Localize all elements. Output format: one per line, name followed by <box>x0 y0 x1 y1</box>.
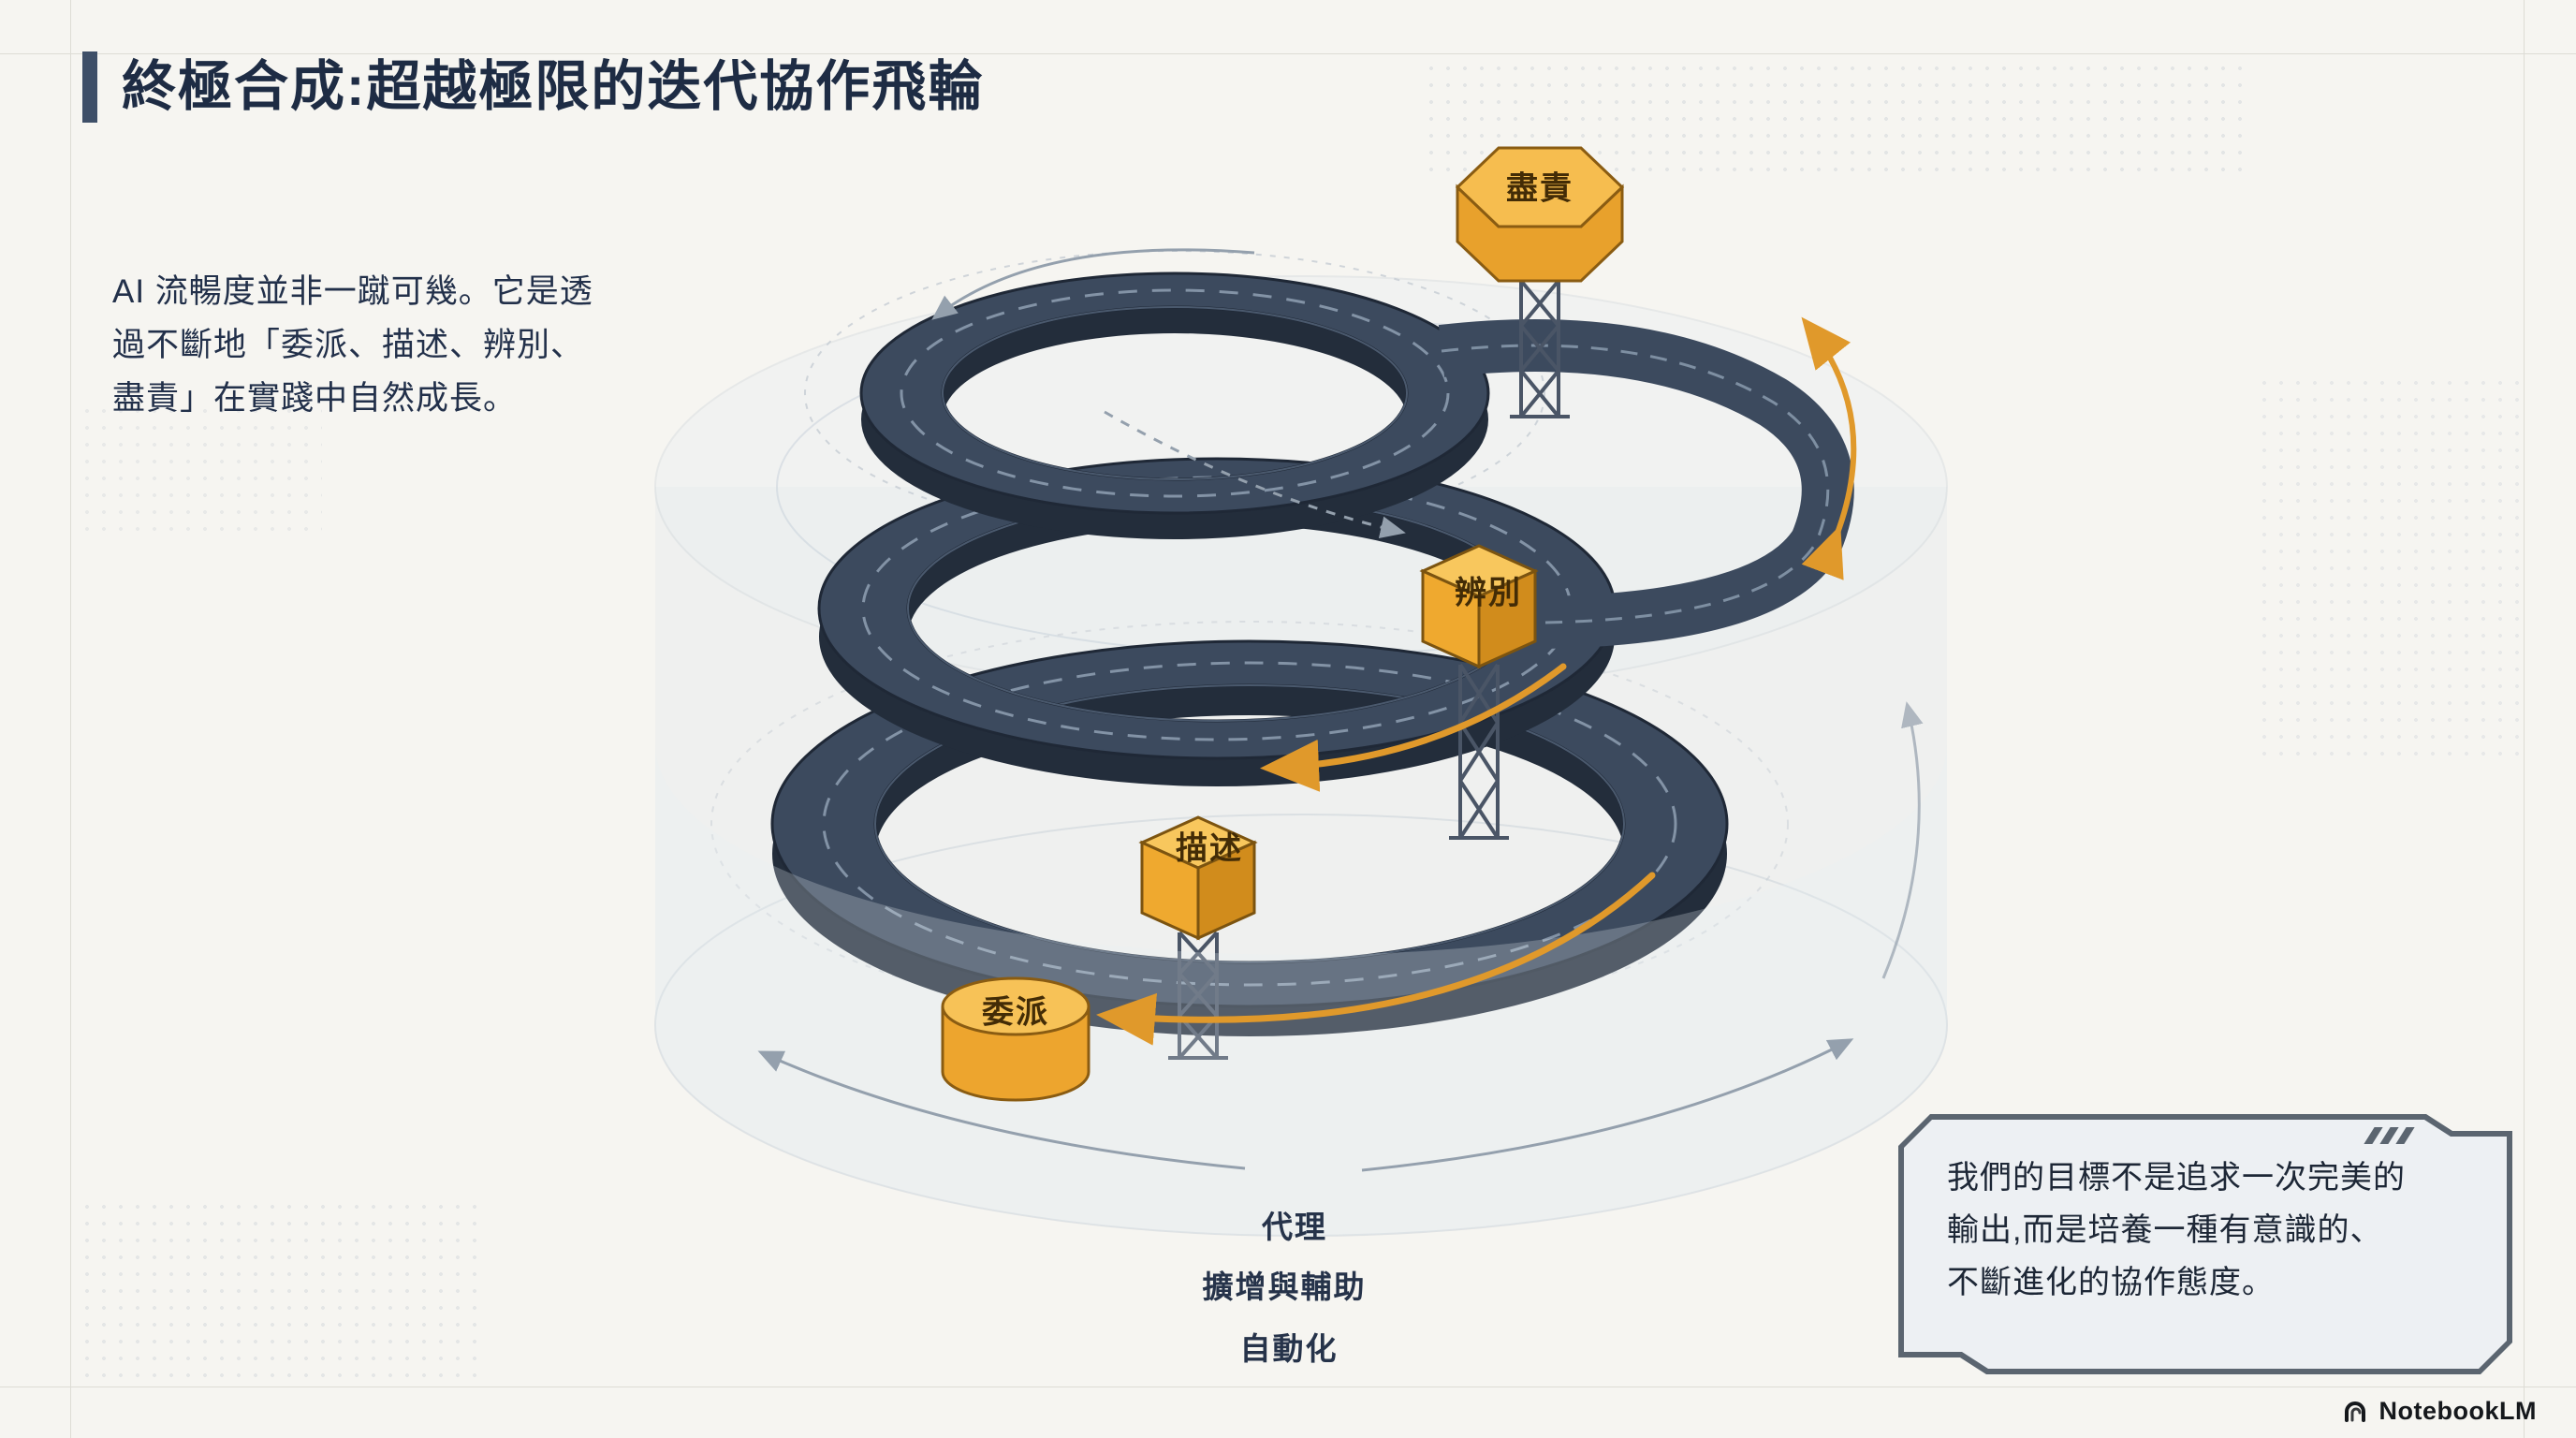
notebooklm-logo-icon <box>2344 1401 2365 1422</box>
grid-line-left <box>70 0 71 1438</box>
dot-pattern-bottom-left <box>79 1198 481 1384</box>
layer-label-agents: 代理 <box>1262 1210 1327 1244</box>
node-description-shape <box>1138 815 1258 941</box>
callout-text: 我們的目標不是追求一次完美的 輸出,而是培養一種有意識的、 不斷進化的協作態度。 <box>1947 1152 2469 1309</box>
dot-pattern-left <box>79 403 322 534</box>
truss-description <box>1168 931 1228 1060</box>
intro-line-2: 過不斷地「委派、描述、辨別、 <box>112 327 585 363</box>
node-label-delegation: 委派 <box>982 994 1049 1031</box>
brand-name: NotebookLM <box>2378 1397 2537 1425</box>
spiral-ring-top <box>859 271 1490 539</box>
grid-line-right <box>2524 0 2525 1438</box>
callout-line-1: 我們的目標不是追求一次完美的 <box>1947 1160 2406 1196</box>
flow-arrows <box>1096 316 1857 1046</box>
node-label-description: 描述 <box>1176 830 1243 867</box>
truss-discernment <box>1449 663 1509 840</box>
node-delegation-shape <box>941 976 1090 1102</box>
callout-frame-decor <box>2369 1127 2409 1144</box>
callout-line-3: 不斷進化的協作態度。 <box>1947 1265 2275 1300</box>
glass-front-band <box>655 744 1947 1236</box>
dot-pattern-right <box>2256 374 2527 768</box>
title-block: 終極合成:超越極限的迭代協作飛輪 <box>82 51 984 123</box>
page-title: 終極合成:超越極限的迭代協作飛輪 <box>122 56 985 117</box>
node-discernment-shape <box>1419 544 1539 669</box>
intro-paragraph: AI 流暢度並非一蹴可幾。它是透 過不斷地「委派、描述、辨別、 盡責」在實踐中自… <box>112 265 593 425</box>
brand-watermark: NotebookLM <box>2343 1397 2537 1426</box>
grid-line-top <box>0 53 2576 54</box>
callout-box: 我們的目標不是追求一次完美的 輸出,而是培養一種有意識的、 不斷進化的協作態度。 <box>1898 1114 2512 1374</box>
callout-line-2: 輸出,而是培養一種有意識的、 <box>1947 1212 2383 1248</box>
title-accent-bar <box>82 51 97 123</box>
truss-diligence <box>1510 279 1570 418</box>
layer-label-augmentation: 擴增與輔助 <box>1202 1269 1367 1304</box>
intro-line-3: 盡責」在實踐中自然成長。 <box>112 380 518 417</box>
callout-box-inner: 我們的目標不是追求一次完美的 輸出,而是培養一種有意識的、 不斷進化的協作態度。 <box>1904 1120 2507 1369</box>
node-diligence-shape <box>1455 146 1625 283</box>
guide-arrows <box>757 248 1924 1172</box>
intro-line-1: AI 流暢度並非一蹴可幾。它是透 <box>112 273 593 310</box>
node-label-discernment: 辨別 <box>1455 575 1522 611</box>
layer-label-automation: 自動化 <box>1239 1331 1339 1366</box>
flywheel-illustration <box>654 146 1948 1237</box>
node-label-diligence: 盡責 <box>1506 170 1573 207</box>
